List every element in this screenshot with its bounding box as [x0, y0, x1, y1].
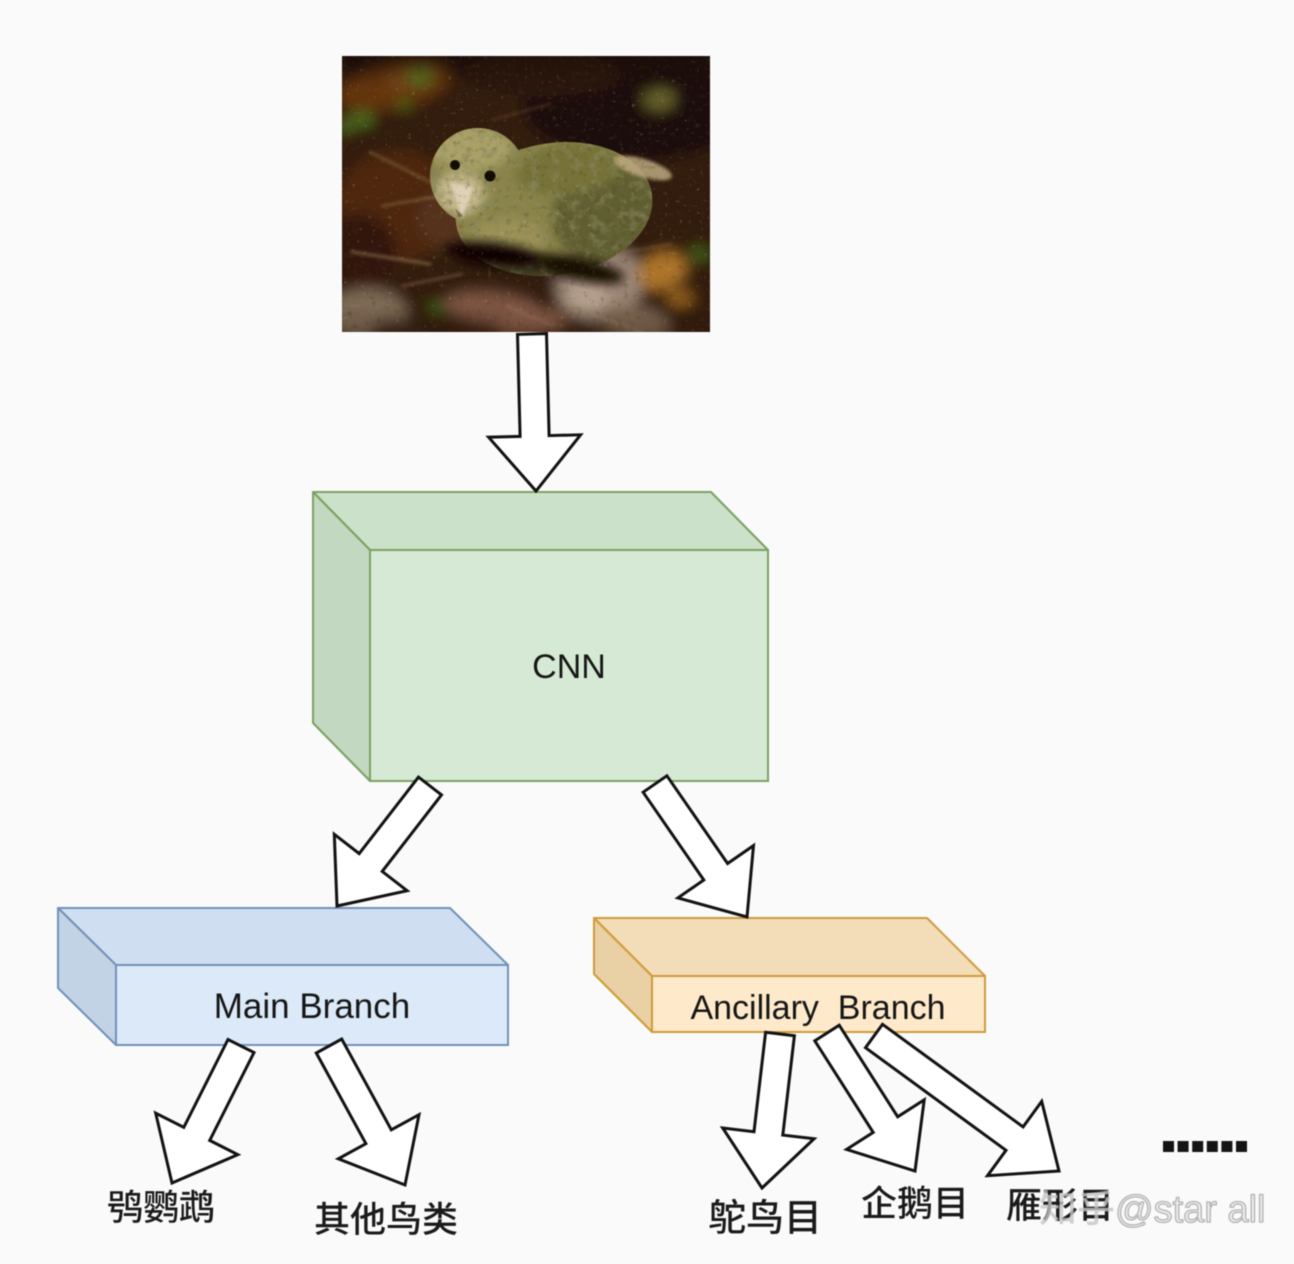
svg-text:Ancillary Branch: Ancillary Branch	[690, 989, 945, 1027]
svg-text:Main Branch: Main Branch	[214, 987, 410, 1026]
svg-text:CNN: CNN	[532, 648, 606, 686]
svg-text:@star all: @star all	[1115, 1189, 1266, 1231]
